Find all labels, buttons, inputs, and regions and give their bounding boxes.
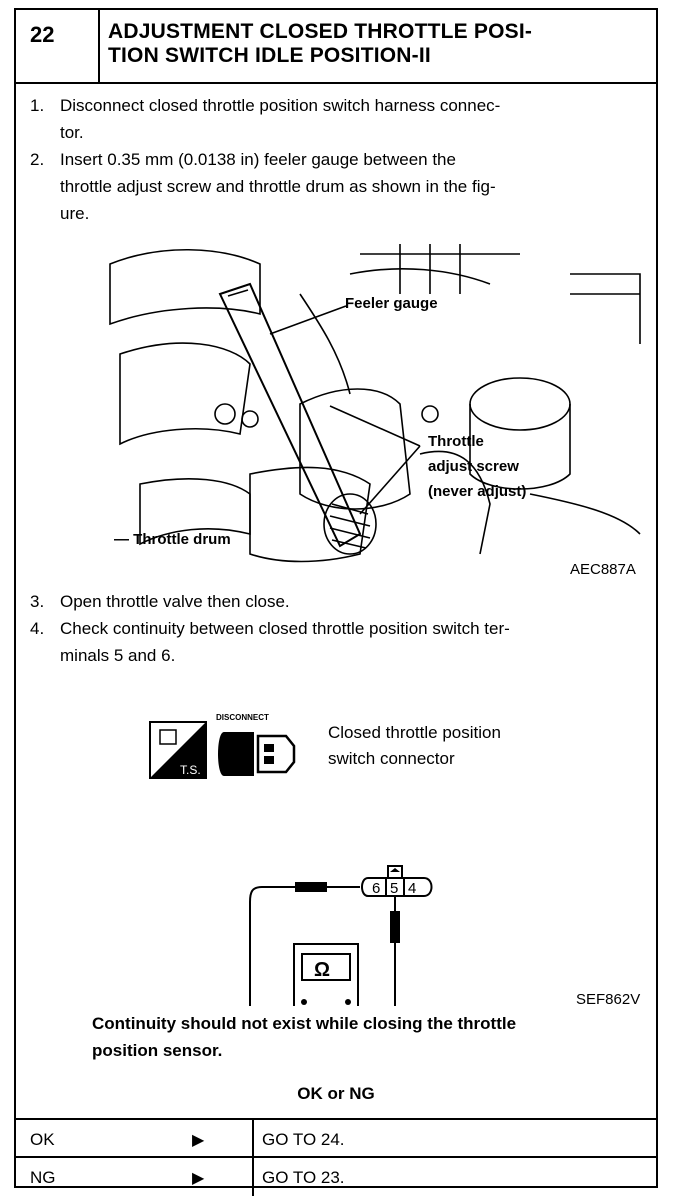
label-throttle: Throttle xyxy=(428,433,484,450)
arrow-icon: ▶ xyxy=(192,1132,205,1149)
result-action-ng[interactable]: GO TO 23. xyxy=(262,1168,345,1187)
continuity-note: Continuity should not exist while closin… xyxy=(92,1010,652,1064)
step-3-number: 3. xyxy=(30,592,45,611)
connector-label-2: switch connector xyxy=(328,749,455,768)
pin-4: 4 xyxy=(408,880,416,897)
throttle-illustration: Feeler gauge Throttle adjust screw (neve… xyxy=(109,244,641,578)
disconnect-icon: DISCONNECT xyxy=(216,713,296,776)
title-line-2: TION SWITCH IDLE POSITION-II xyxy=(108,44,431,67)
step-4-line-2: minals 5 and 6. xyxy=(60,646,176,665)
note-line-1: Continuity should not exist while closin… xyxy=(92,1014,517,1033)
figure-2-code: SEF862V xyxy=(576,991,640,1006)
result-row-ng[interactable]: NG ▶ GO TO 23. xyxy=(16,1156,656,1196)
label-feeler-gauge: Feeler gauge xyxy=(345,295,438,312)
pin-5: 5 xyxy=(390,880,398,897)
label-adjust-screw: adjust screw xyxy=(428,458,519,475)
label-never-adjust: (never adjust) xyxy=(428,483,526,500)
ohm-symbol: Ω xyxy=(314,959,330,981)
step-2-line-3: ure. xyxy=(60,204,90,223)
pin-6: 6 xyxy=(372,880,380,897)
row-divider xyxy=(252,1120,254,1158)
throttle-figure: Feeler gauge Throttle adjust screw (neve… xyxy=(100,234,656,578)
step-4-line-1: Check continuity between closed throttle… xyxy=(60,619,510,638)
disconnect-label: DISCONNECT xyxy=(216,713,269,722)
result-row-ok[interactable]: OK ▶ GO TO 24. xyxy=(16,1118,656,1158)
note-line-2: position sensor. xyxy=(92,1041,223,1060)
procedure-frame: 22 ADJUSTMENT CLOSED THROTTLE POSI- TION… xyxy=(14,8,658,1196)
step-2-line-2: throttle adjust screw and throttle drum … xyxy=(60,177,496,196)
procedure-title: ADJUSTMENT CLOSED THROTTLE POSI- TION SW… xyxy=(108,20,648,68)
continuity-figure: T.S. DISCONNECT Closed throttle position… xyxy=(146,706,656,1033)
ts-icon: T.S. xyxy=(149,721,207,779)
title-line-1: ADJUSTMENT CLOSED THROTTLE POSI- xyxy=(108,20,533,43)
step-1-line-1: Disconnect closed throttle position swit… xyxy=(60,96,501,115)
continuity-diagram: T.S. DISCONNECT Closed throttle position… xyxy=(149,713,640,1033)
arrow-icon: ▶ xyxy=(192,1170,205,1187)
row-divider xyxy=(252,1158,254,1196)
switch-connector: 6 5 4 xyxy=(361,865,433,897)
step-number: 22 xyxy=(16,10,100,82)
connector-label-1: Closed throttle position xyxy=(328,723,501,742)
label-throttle-drum: — Throttle drum xyxy=(114,531,231,548)
step-2-number: 2. xyxy=(30,150,45,169)
result-action-ok[interactable]: GO TO 24. xyxy=(262,1130,345,1149)
step-2-line-1: Insert 0.35 mm (0.0138 in) feeler gauge … xyxy=(60,150,456,169)
step-3-line-1: Open throttle valve then close. xyxy=(60,592,290,611)
ohmmeter: Ω xyxy=(293,943,359,1019)
result-label-ng: NG xyxy=(30,1168,56,1187)
ts-label: T.S. xyxy=(180,763,201,777)
figure-1-code: AEC887A xyxy=(570,561,636,574)
result-label-ok: OK xyxy=(30,1130,55,1149)
result-heading: OK or NG xyxy=(297,1084,375,1103)
step-4-number: 4. xyxy=(30,619,45,638)
procedure-header: 22 ADJUSTMENT CLOSED THROTTLE POSI- TION… xyxy=(16,10,656,84)
step-1-number: 1. xyxy=(30,96,45,115)
step-1-line-2: tor. xyxy=(60,123,84,142)
